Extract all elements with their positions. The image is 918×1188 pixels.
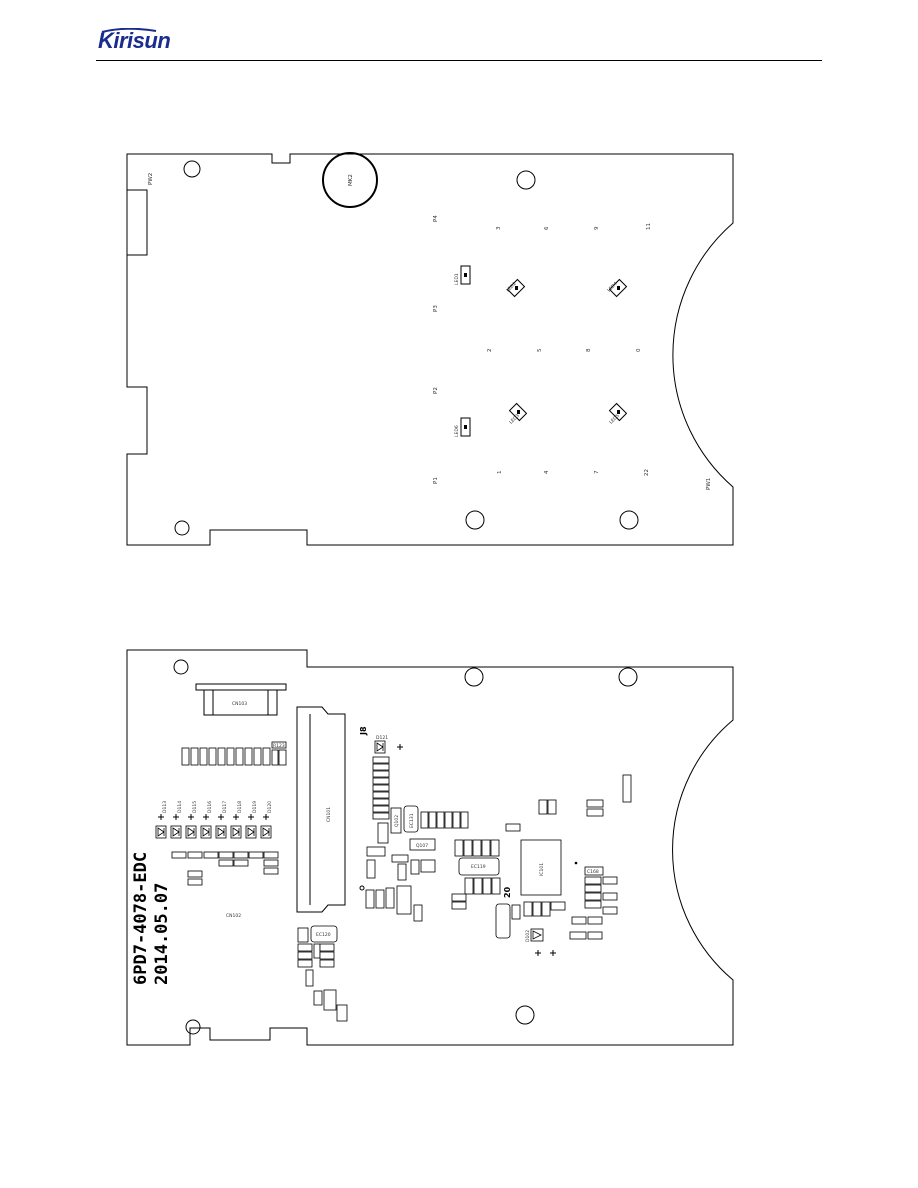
label-d113: D113 [162,801,168,813]
microphone-mk2 [322,152,378,208]
label-p4: P4 [433,215,439,222]
label-d118: D118 [237,801,243,813]
chip-ic101 [520,839,562,896]
diode-d120 [260,825,272,839]
label-led1: LED1 [454,273,460,285]
label-cn101: CN101 [326,807,332,822]
mount-hole [465,510,485,530]
label-d119: D119 [252,801,258,813]
label-d117: D117 [222,801,228,813]
key-label-4: 4 [544,470,550,474]
key-label-1: 1 [497,471,503,475]
key-label-3: 3 [496,226,502,230]
mount-hole [464,667,484,687]
mount-hole [174,520,190,536]
label-d115: D115 [192,801,198,813]
label-pw1: PW1 [706,478,712,490]
label-ec131: EC131 [409,813,415,828]
board-date: 2014.05.07 [152,883,172,985]
cap-ec119 [458,857,500,876]
label-p1: P1 [433,477,439,484]
mount-hole [619,510,639,530]
label-q102: Q102 [394,815,400,827]
label-d121: D121 [376,735,388,741]
mount-hole [173,659,189,675]
label-led6: LED6 [454,425,460,437]
transistor-q107 [409,838,436,851]
label-j8: J8 [359,726,368,736]
label-ec119: EC119 [471,864,486,870]
diode-d121 [374,740,386,754]
connector-cn101 [296,706,346,913]
label-pin20: 20 [503,886,512,898]
brand-logo-text: Kirisun [98,28,170,53]
diode-d117 [215,825,227,839]
key-label-9: 9 [594,226,600,230]
label-p3: P3 [433,305,439,312]
bottom-board-outline [126,649,734,1046]
key-label-22: 22 [644,469,650,476]
mount-hole [185,1019,201,1035]
label-r123: R123 [273,743,285,749]
top-board-outline [126,153,734,546]
mount-hole [516,170,536,190]
label-pw2: PW2 [148,173,154,185]
label-d114: D114 [177,801,183,813]
key-label-11: 11 [646,223,652,230]
diode-d116 [200,825,212,839]
key-label-8: 8 [586,348,592,352]
mount-hole [515,1005,535,1025]
label-c168: C168 [587,869,599,875]
key-label-7: 7 [594,470,600,474]
label-cn103: CN103 [232,701,247,707]
key-label-0: 0 [636,348,642,352]
label-ic101: IC101 [539,863,545,876]
label-mk2: MK2 [348,174,354,186]
part-number: 6PD7-4078-EDC [131,852,151,985]
key-label-6: 6 [544,226,550,230]
label-ec120: EC120 [316,932,331,938]
key-label-5: 5 [537,348,543,352]
diode-d119 [245,825,257,839]
mount-hole [183,160,201,178]
diode-d113 [155,825,167,839]
diode-d118 [230,825,242,839]
label-cn102: CN102 [226,913,241,919]
key-label-2: 2 [487,349,493,353]
brand-logo: Kirisun [96,27,206,59]
diode-d102 [530,928,544,942]
label-d102: D102 [525,930,531,942]
cap-ec131 [403,805,419,833]
label-d120: D120 [267,801,273,813]
cap-ec120 [310,925,338,943]
mount-hole [618,667,638,687]
label-d116: D116 [207,801,213,813]
diode-d114 [170,825,182,839]
label-q107: Q107 [416,843,428,849]
header-rule [96,60,822,61]
diode-d115 [185,825,197,839]
connector-cn103 [195,683,287,691]
label-p2: P2 [433,387,439,394]
